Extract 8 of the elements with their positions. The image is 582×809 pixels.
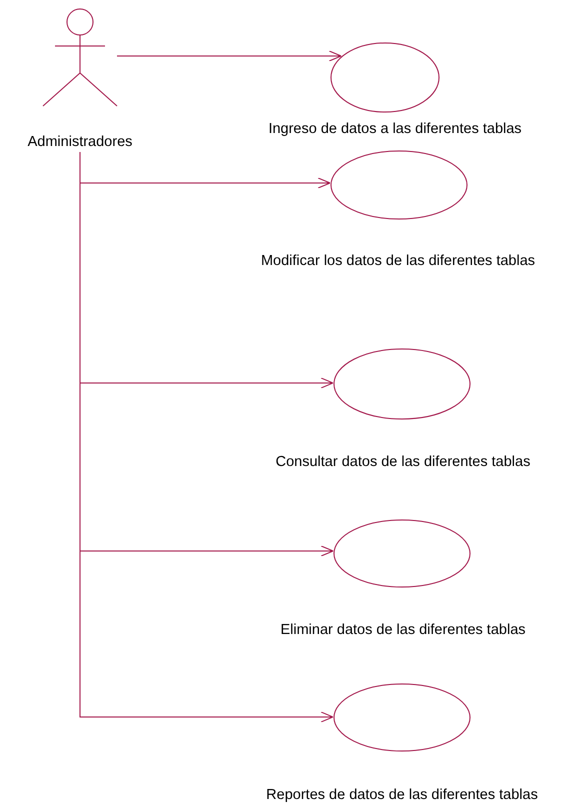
association-arrow [80,152,334,722]
use-case-name: Modificar los datos de las diferentes tablas [260,253,536,270]
use-case-name: Eliminar datos de las diferentes tablas [280,622,526,640]
use-case-name: Consultar datos de las diferentes tablas [276,454,530,472]
actor-name: Administradores [28,134,132,152]
use-case-name: Reportes de datos de las diferentes tablas [266,787,538,804]
use-case-name: Ingreso de datos a las diferentes tablas [268,121,522,138]
association-arrow [116,50,342,62]
